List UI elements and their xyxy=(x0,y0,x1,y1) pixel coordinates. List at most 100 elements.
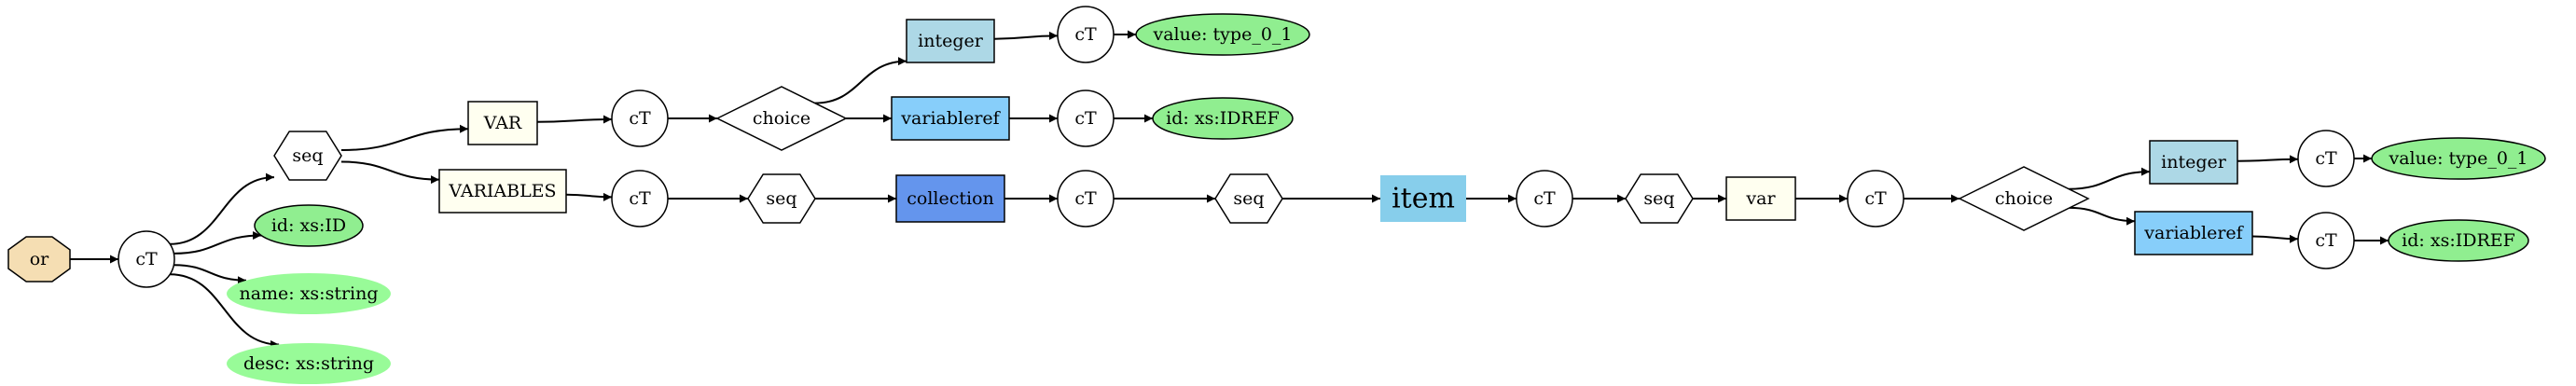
node-name_attr-label: name: xs:string xyxy=(239,283,378,304)
node-ct9: cT xyxy=(2297,130,2355,187)
node-ct8: cT xyxy=(1847,170,1904,227)
edge-VAR-to-ct2 xyxy=(536,115,613,124)
node-id_attr-label: id: xs:ID xyxy=(271,215,346,236)
node-ct10: cT xyxy=(2297,212,2355,269)
node-or: or xyxy=(7,236,71,283)
node-ct7: cT xyxy=(1516,170,1573,227)
edge-ct1-to-name_attr xyxy=(173,264,247,285)
node-ct3: cT xyxy=(611,170,669,227)
node-VARIABLES-shape xyxy=(438,169,567,214)
node-desc_attr: desc: xs:string xyxy=(227,343,391,384)
node-idref1: id: xs:IDREF xyxy=(1152,97,1294,140)
node-idref2-label: id: xs:IDREF xyxy=(2402,230,2515,251)
node-choice1-label: choice xyxy=(753,108,810,129)
node-ct8-label: cT xyxy=(1864,188,1887,209)
node-name_attr: name: xs:string xyxy=(227,273,391,314)
node-ct9-shape xyxy=(2297,130,2355,187)
node-name_attr-shape xyxy=(227,273,391,314)
node-varref2-label: variableref xyxy=(2143,223,2244,243)
node-VAR: VAR xyxy=(467,101,538,145)
nodes-layer: or cT seq id: xs:ID name: xs:string desc: xs:… xyxy=(7,6,2546,384)
node-seq4-shape xyxy=(1625,173,1694,224)
node-ct8-shape xyxy=(1847,170,1904,227)
node-item: item xyxy=(1380,175,1466,222)
node-collection-shape xyxy=(895,174,1005,223)
node-val2: value: type_0_1 xyxy=(2371,137,2546,180)
node-ct10-shape xyxy=(2297,212,2355,269)
edge-seq1-to-VAR xyxy=(340,124,469,151)
node-VARIABLES: VARIABLES xyxy=(438,169,567,214)
node-seq2-label: seq xyxy=(766,188,796,209)
node-collection-label: collection xyxy=(907,188,994,209)
node-integer1: integer xyxy=(906,19,995,63)
node-var-label: var xyxy=(1745,188,1776,209)
node-collection: collection xyxy=(895,174,1005,223)
node-integer2-label: integer xyxy=(2161,152,2227,172)
node-seq4: seq xyxy=(1625,173,1694,224)
node-ct10-label: cT xyxy=(2315,230,2337,251)
edge-ct1-to-desc_attr xyxy=(170,273,280,349)
node-seq3-shape xyxy=(1214,173,1283,224)
node-or-label: or xyxy=(30,249,49,269)
node-choice1-shape xyxy=(715,86,848,151)
node-desc_attr-label: desc: xs:string xyxy=(243,353,374,374)
edge-choice2-to-varref2 xyxy=(2069,206,2136,226)
node-seq3-label: seq xyxy=(1233,188,1264,209)
node-seq1: seq xyxy=(273,131,342,181)
node-val1-shape xyxy=(1135,13,1310,56)
node-ct5-label: cT xyxy=(1074,108,1097,129)
node-ct7-label: cT xyxy=(1533,188,1556,209)
node-ct6-shape xyxy=(1057,170,1115,227)
node-ct2-shape xyxy=(611,90,669,147)
node-ct1-label: cT xyxy=(135,249,158,269)
node-idref1-label: id: xs:IDREF xyxy=(1166,108,1280,129)
node-ct6: cT xyxy=(1057,170,1115,227)
edge-ct1-to-seq1 xyxy=(170,172,275,245)
node-item-label: item xyxy=(1392,183,1455,215)
node-val1: value: type_0_1 xyxy=(1135,13,1310,56)
node-ct2: cT xyxy=(611,90,669,147)
node-val1-label: value: type_0_1 xyxy=(1152,24,1292,45)
node-ct5: cT xyxy=(1057,90,1115,147)
node-choice2: choice xyxy=(1958,166,2090,231)
edge-VARIABLES-to-ct3 xyxy=(565,192,613,201)
node-integer1-shape xyxy=(906,19,995,63)
node-ct4-label: cT xyxy=(1074,24,1097,45)
node-var-shape xyxy=(1725,176,1796,221)
node-ct1-shape xyxy=(118,230,175,288)
node-ct4: cT xyxy=(1057,6,1115,63)
node-varref1-label: variableref xyxy=(900,108,1001,129)
node-val2-label: value: type_0_1 xyxy=(2388,148,2528,169)
node-choice2-shape xyxy=(1958,166,2090,231)
node-idref2-shape xyxy=(2388,219,2529,262)
node-VAR-shape xyxy=(467,101,538,145)
node-varref1: variableref xyxy=(891,96,1010,141)
node-VAR-label: VAR xyxy=(483,113,522,133)
node-ct9-label: cT xyxy=(2315,148,2337,169)
node-varref2-shape xyxy=(2134,211,2253,255)
edge-choice1-to-integer1 xyxy=(814,57,907,104)
node-ct2-label: cT xyxy=(629,108,651,129)
node-VARIABLES-label: VARIABLES xyxy=(448,181,556,201)
node-integer1-label: integer xyxy=(918,31,984,51)
node-seq2-shape xyxy=(747,173,816,224)
node-choice2-label: choice xyxy=(1995,188,2053,209)
node-seq2: seq xyxy=(747,173,816,224)
node-seq3: seq xyxy=(1214,173,1283,224)
node-ct6-label: cT xyxy=(1074,188,1097,209)
node-ct3-label: cT xyxy=(629,188,651,209)
edge-choice2-to-integer2 xyxy=(2069,167,2151,190)
edge-varref2-to-ct10 xyxy=(2251,234,2299,243)
node-idref1-shape xyxy=(1152,97,1294,140)
node-or-shape xyxy=(7,236,71,283)
node-seq1-shape xyxy=(273,131,342,181)
node-seq4-label: seq xyxy=(1643,188,1674,209)
node-ct4-shape xyxy=(1057,6,1115,63)
node-id_attr-shape xyxy=(254,204,364,247)
node-idref2: id: xs:IDREF xyxy=(2388,219,2529,262)
edge-integer1-to-ct4 xyxy=(993,31,1059,40)
node-ct7-shape xyxy=(1516,170,1573,227)
node-varref1-shape xyxy=(891,96,1010,141)
node-ct5-shape xyxy=(1057,90,1115,147)
node-integer2-shape xyxy=(2149,140,2238,185)
